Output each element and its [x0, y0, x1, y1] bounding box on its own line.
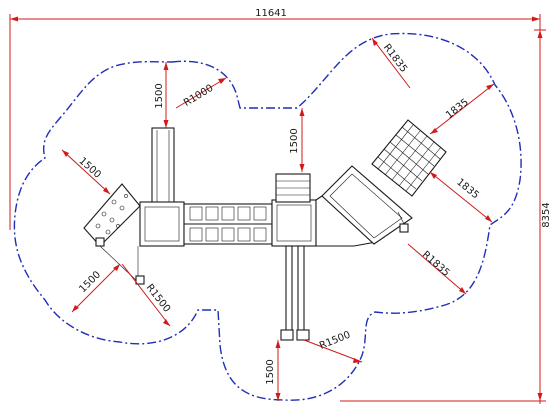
label-diag-upper: 1835: [444, 97, 471, 121]
dim-left-lower: [71, 263, 121, 313]
overall-width-label: 11641: [255, 8, 287, 19]
tower-right: [271, 199, 317, 247]
dim-left-upper: [61, 149, 111, 195]
corner-post: [135, 275, 145, 285]
dim-diag-upper: [429, 83, 495, 135]
slide-leg: [297, 245, 305, 337]
dim-radius-top-left: [175, 77, 227, 109]
dim-radius-bottom: [303, 339, 363, 363]
label-diag-lower: 1835: [454, 177, 481, 202]
overall-height-label: 8354: [541, 202, 552, 227]
label-left-lower: 1500: [77, 269, 103, 295]
climbing-wall: [83, 183, 141, 247]
leg-foot: [280, 329, 294, 341]
label-radius-top-left: R1000: [182, 83, 215, 109]
leg-foot: [296, 329, 310, 341]
dim-diag-lower: [429, 171, 493, 223]
label-center: 1500: [289, 128, 300, 153]
dim-radius-top-right: [371, 37, 411, 89]
slide-chute-top: [151, 127, 175, 205]
tower-left: [139, 201, 185, 247]
bridge-planks: [189, 206, 267, 242]
arrowhead: [537, 30, 543, 38]
label-left-upper: 1500: [77, 156, 103, 181]
net-grid-lines: [377, 124, 442, 192]
dimension-lines: [61, 37, 495, 401]
dim-radius-left-lower: [121, 263, 171, 327]
label-radius-right-lower: R1835: [420, 249, 452, 279]
label-bottom: 1500: [265, 359, 276, 384]
climbing-holds: [95, 194, 128, 235]
dim-radius-right-lower: [407, 243, 467, 295]
label-radius-top-right: R1835: [381, 42, 409, 75]
arrowhead: [10, 16, 18, 22]
corner-post: [95, 237, 105, 247]
arrowhead: [537, 393, 543, 401]
slide-leg: [285, 245, 293, 337]
play-equipment: [83, 119, 447, 341]
label-radius-bottom: R1500: [318, 330, 352, 352]
overall-dimension-frame: [9, 14, 546, 404]
corner-post: [399, 223, 409, 233]
tower-angled: [321, 165, 413, 245]
safety-zone-outline: [13, 32, 522, 401]
arrowhead: [532, 16, 540, 22]
label-top-left: 1500: [154, 83, 165, 108]
